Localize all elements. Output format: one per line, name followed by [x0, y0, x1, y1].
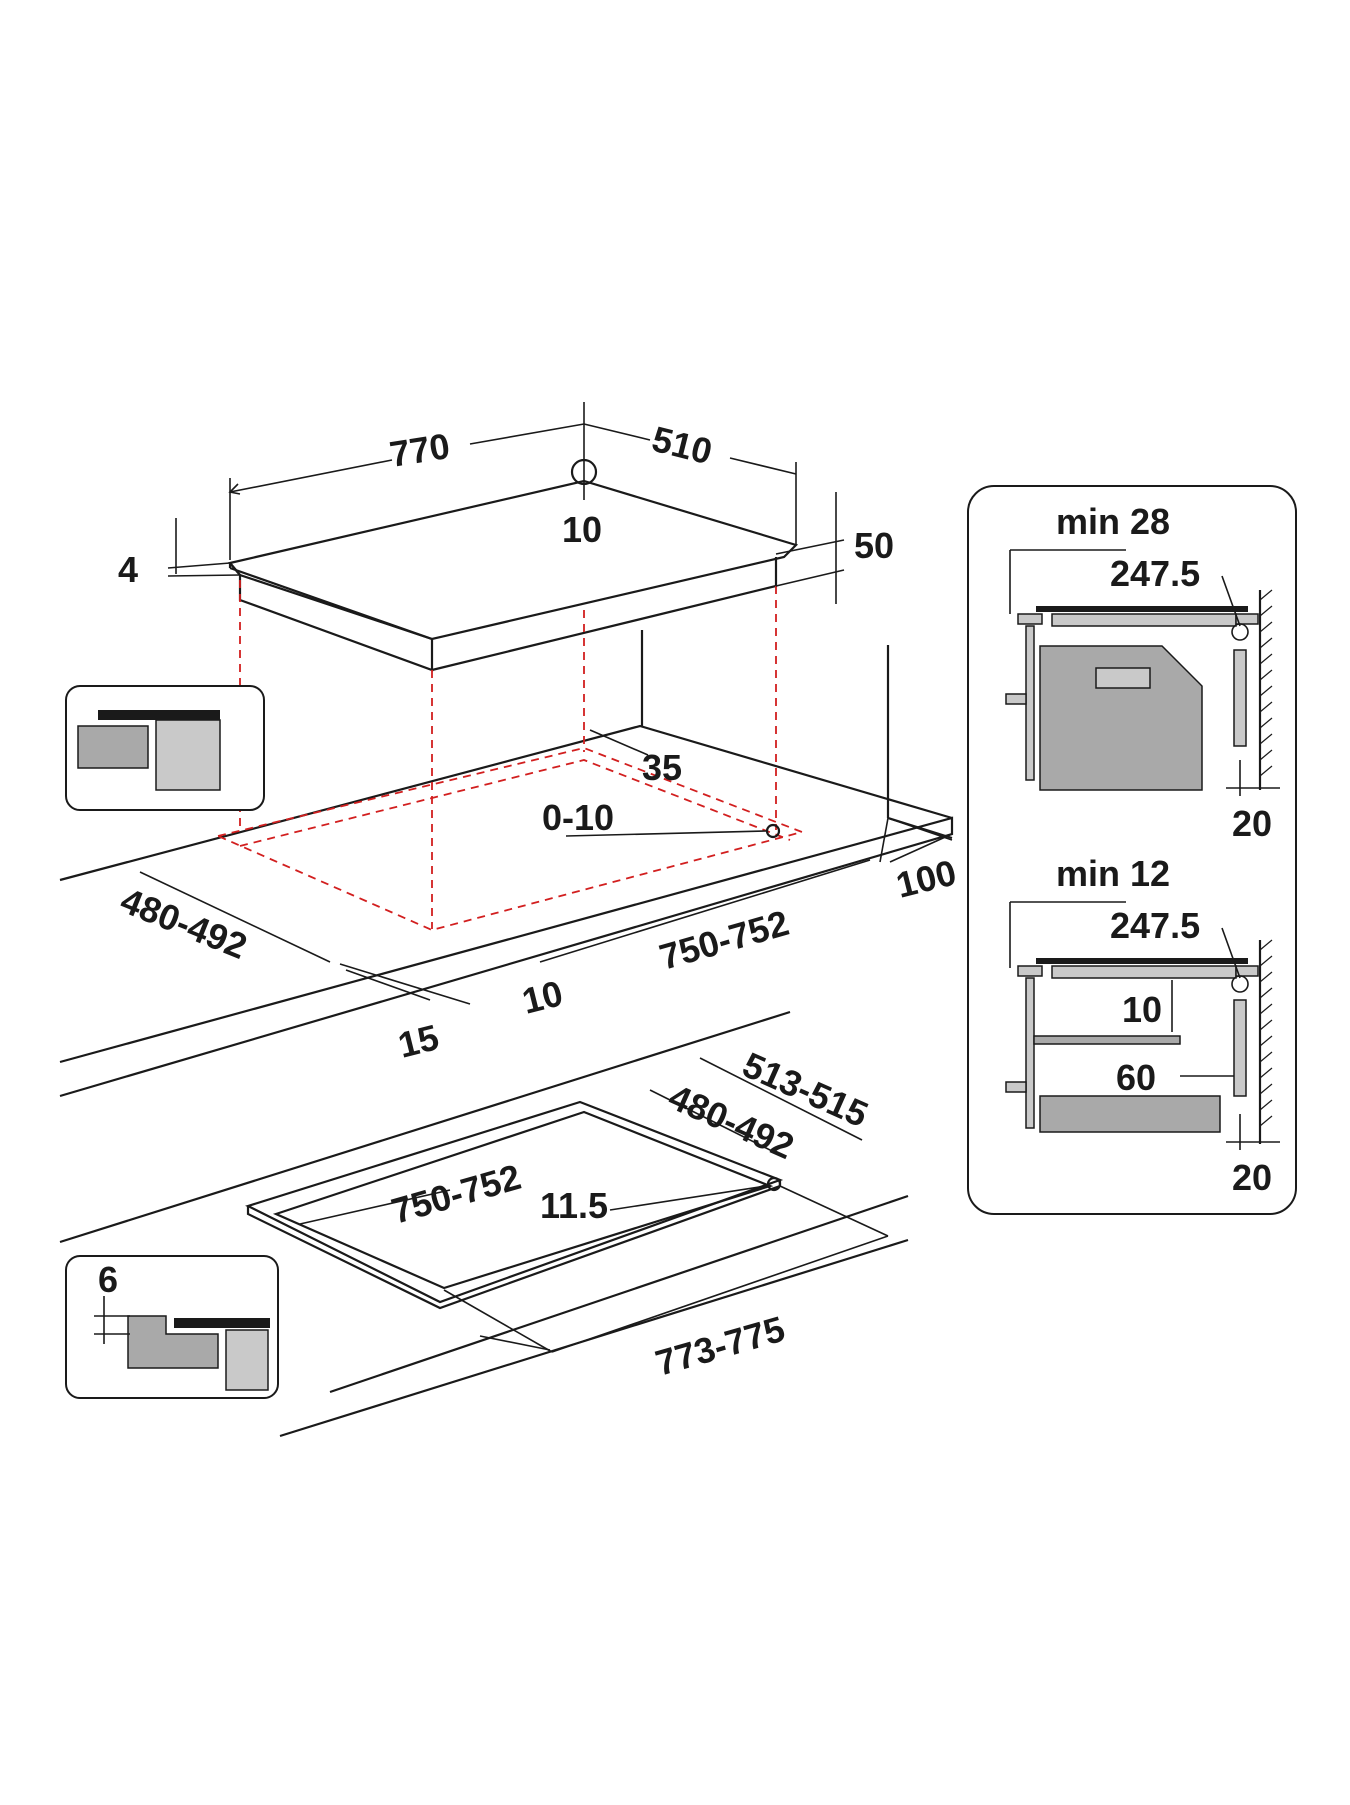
dim-flush-corner-radius: 11.5 — [540, 1185, 608, 1226]
dim-width: 770 — [387, 425, 453, 475]
oven-min-clearance: min 28 — [1056, 501, 1170, 542]
drawer-min-clearance: min 12 — [1056, 853, 1170, 894]
oven-depth: 247.5 — [1110, 553, 1200, 594]
drawer-side-gap: 60 — [1116, 1057, 1156, 1098]
drawer-top-gap: 10 — [1122, 989, 1162, 1030]
dim-glass-thickness: 4 — [118, 549, 138, 590]
dim-front-distance: 10 — [518, 972, 567, 1021]
dim-depth: 510 — [648, 418, 716, 472]
section-panel: min 28 247.5 20 — [967, 485, 1297, 1215]
dim-rebate-depth: 6 — [98, 1259, 118, 1300]
flush-corner-point — [766, 1176, 782, 1192]
dim-front-edge: 15 — [394, 1016, 443, 1065]
dim-cutout-width: 750-752 — [655, 902, 793, 978]
worktop — [59, 630, 954, 1098]
inset-flush-rebate: 6 — [65, 1255, 279, 1399]
projection-lines — [215, 580, 805, 931]
dim-outer-width: 773-775 — [651, 1308, 789, 1384]
hob-glass — [228, 479, 799, 641]
section-oven: min 28 247.5 20 — [1005, 501, 1280, 844]
cutout-corner-point — [765, 823, 781, 839]
drawer-wall-gap: 20 — [1232, 1157, 1272, 1198]
flush-dimension-lines — [299, 1057, 889, 1353]
section-drawer: min 12 247.5 10 60 20 — [1005, 853, 1280, 1198]
cutout-inner — [272, 1110, 774, 1290]
drawer-depth: 247.5 — [1110, 905, 1200, 946]
oven-wall-gap: 20 — [1232, 803, 1272, 844]
dim-inner-width: 750-752 — [387, 1156, 525, 1232]
hob-body — [238, 575, 434, 672]
dim-corner-radius: 10 — [562, 509, 602, 550]
dimension-lines — [139, 402, 953, 1005]
dim-position-tolerance: 0-10 — [542, 797, 614, 838]
inset-standard-mount — [65, 685, 265, 811]
rebate-outer — [245, 1100, 784, 1304]
dim-wall-distance: 100 — [892, 851, 960, 905]
dim-edge-distance: 35 — [642, 747, 682, 788]
dim-height: 50 — [854, 525, 894, 566]
